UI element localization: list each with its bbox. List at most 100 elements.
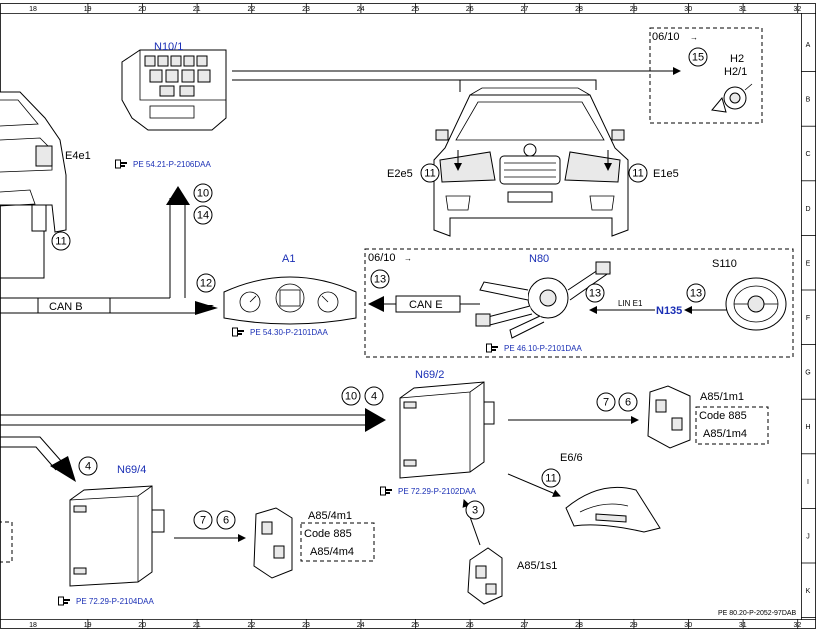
svg-text:7: 7 xyxy=(603,397,609,409)
label-h2-1: H2/1 xyxy=(724,66,747,78)
svg-text:4: 4 xyxy=(371,391,377,403)
label-code-885-b: Code 885 xyxy=(304,528,352,540)
grid-row-label: C xyxy=(805,151,810,158)
callout-c4-mid: 4 xyxy=(364,386,384,406)
grid-column-label: 26 xyxy=(466,6,474,13)
dashed-groups xyxy=(0,27,794,563)
code-885-box-a xyxy=(695,406,769,445)
grid-column-label: 31 xyxy=(739,622,747,629)
grid-row-label: K xyxy=(806,588,811,595)
callout-c15: 15 xyxy=(688,47,708,67)
label-a85-4m1: A85/4m1 xyxy=(308,510,352,522)
svg-text:6: 6 xyxy=(223,515,229,527)
grid-column-label: 20 xyxy=(138,622,146,629)
grid-column-label: 19 xyxy=(84,6,92,13)
grid-column-label: 19 xyxy=(84,622,92,629)
ref-n10-1[interactable]: PE 54.21-P-2106DAA xyxy=(133,160,211,169)
label-a85-1m1: A85/1m1 xyxy=(700,391,744,403)
horn-drawing xyxy=(711,83,753,113)
label-a85-1m4: A85/1m4 xyxy=(703,428,747,440)
label-n135: N135 xyxy=(656,305,682,317)
rear-car-drawing xyxy=(0,91,67,233)
grid-row-label: A xyxy=(806,42,811,49)
svg-text:11: 11 xyxy=(632,168,643,180)
grid-column-label: 31 xyxy=(739,6,747,13)
grid-column-label: 23 xyxy=(302,6,310,13)
n80-module-drawing xyxy=(475,261,611,339)
can-b-box xyxy=(37,297,111,314)
book-reference-icon xyxy=(115,159,128,169)
ref-n69-2[interactable]: PE 72.29-P-2102DAA xyxy=(398,487,476,496)
label-h2: H2 xyxy=(730,53,744,65)
ref-a1[interactable]: PE 54.30-P-2101DAA xyxy=(250,328,328,337)
n69-4-unit-drawing xyxy=(69,485,165,587)
doc-id: PE 80.20-P-2052-97DAB xyxy=(718,610,797,617)
grid-row-label: G xyxy=(805,370,810,377)
can-e-box xyxy=(395,295,461,313)
callout-c4-left: 4 xyxy=(78,456,98,476)
label-can-e: CAN E xyxy=(409,299,443,311)
label-n69-4: N69/4 xyxy=(117,464,146,476)
callout-c14: 14 xyxy=(193,205,213,225)
label-s110: S110 xyxy=(712,258,737,270)
grid-column-label: 25 xyxy=(411,622,419,629)
a85-1m1-actuator-drawing xyxy=(647,385,691,449)
grid-column-label: 21 xyxy=(193,622,201,629)
reference-links[interactable]: PE 54.21-P-2106DAA PE 54.30-P-2101DAA PE… xyxy=(58,159,583,606)
grid-column-label: 21 xyxy=(193,6,201,13)
labels: N10/1 E4e1 E2e5 E1e5 H2 H2/1 06/10 → A1 … xyxy=(49,31,747,572)
callout-c11-e1e5: 11 xyxy=(628,163,648,183)
svg-text:13: 13 xyxy=(589,288,601,300)
grid-column-label: 24 xyxy=(357,622,365,629)
label-e1e5: E1e5 xyxy=(653,168,679,180)
grid-row-label: H xyxy=(805,424,810,431)
date-steering-arrow: → xyxy=(404,254,412,263)
svg-text:14: 14 xyxy=(197,210,209,222)
front-car-drawing xyxy=(433,87,629,237)
mirror-e6-6-drawing xyxy=(565,486,661,533)
svg-text:11: 11 xyxy=(545,473,556,485)
label-n10-1: N10/1 xyxy=(154,41,183,53)
grid-row-label: D xyxy=(805,206,810,213)
grid-column-label: 22 xyxy=(248,622,256,629)
label-e4e1: E4e1 xyxy=(65,150,91,162)
svg-text:10: 10 xyxy=(197,188,209,200)
grid-column-label: 32 xyxy=(794,622,802,629)
callout-c3: 3 xyxy=(465,500,485,520)
book-reference-icon xyxy=(380,486,393,496)
grid-column-label: 32 xyxy=(794,6,802,13)
callout-c7-l: 7 xyxy=(193,510,213,530)
label-lin-e1: LIN E1 xyxy=(618,299,643,308)
wiring xyxy=(0,67,752,546)
label-e2e5: E2e5 xyxy=(387,168,413,180)
callout-c10-mid: 10 xyxy=(341,386,361,406)
svg-text:10: 10 xyxy=(345,391,357,403)
n69-2-unit-drawing xyxy=(399,381,495,479)
callout-c13-s110: 13 xyxy=(686,283,706,303)
svg-text:3: 3 xyxy=(472,505,478,517)
date-steering: 06/10 xyxy=(368,252,396,264)
grid-column-label: 27 xyxy=(521,6,529,13)
grid-row-label: E xyxy=(806,260,811,267)
ref-n80[interactable]: PE 46.10-P-2101DAA xyxy=(504,344,582,353)
book-reference-icon xyxy=(58,596,71,606)
svg-text:11: 11 xyxy=(55,236,66,248)
book-reference-icon xyxy=(486,343,499,353)
svg-text:12: 12 xyxy=(200,278,212,290)
grid-column-label: 29 xyxy=(630,6,638,13)
grid-rows: ABCDEFGHIJKL xyxy=(801,42,816,618)
callout-c11-e2e5: 11 xyxy=(420,163,440,183)
grid-column-label: 30 xyxy=(684,6,692,13)
ref-n69-4[interactable]: PE 72.29-P-2104DAA xyxy=(76,597,154,606)
steering-variant-box xyxy=(364,248,794,358)
grid-row-label: I xyxy=(807,479,809,486)
grid-column-label: 30 xyxy=(684,622,692,629)
horn-variant-box xyxy=(649,27,763,124)
label-e6-6: E6/6 xyxy=(560,452,583,464)
callout-c10-top: 10 xyxy=(193,183,213,203)
grid-column-label: 29 xyxy=(630,622,638,629)
label-a85-4m4: A85/4m4 xyxy=(310,546,354,558)
